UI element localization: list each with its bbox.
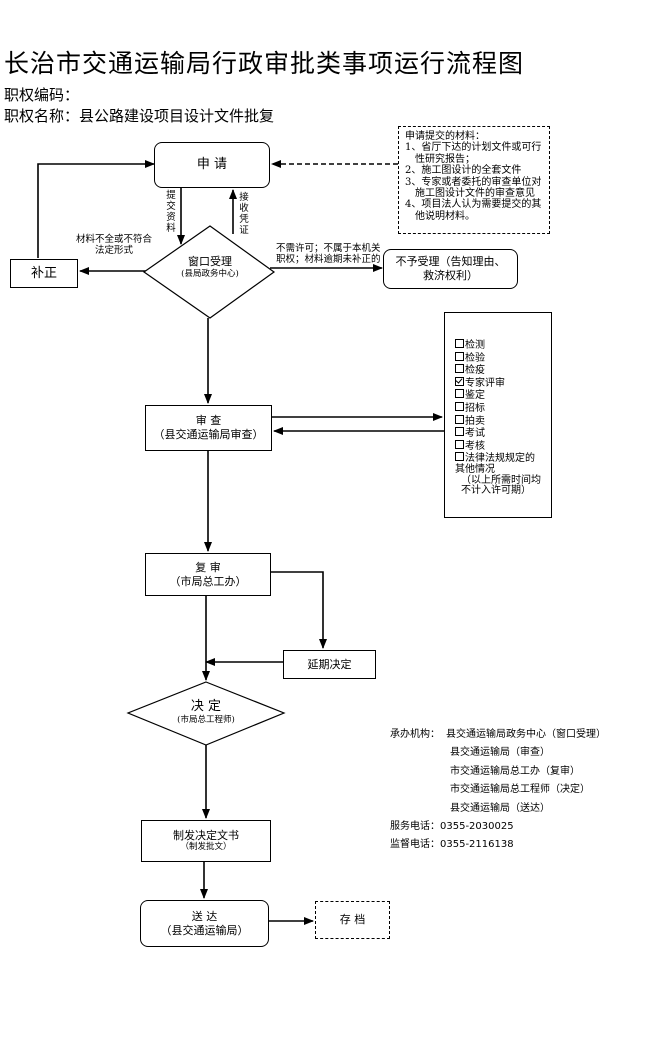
node-decide: 决 定 (市局总工程师) (156, 699, 256, 726)
checklist-item-label: 检验 (465, 352, 485, 364)
checklist-item: 法律法规规定的其他情况 (455, 452, 543, 475)
page-title: 长治市交通运输局行政审批类事项运行流程图 (4, 49, 525, 78)
special-procedure-box: 检测检验检疫专家评审鉴定招标拍卖考试考核法律法规规定的其他情况 （以上所需时间均… (444, 312, 552, 518)
checkbox-icon (455, 364, 464, 374)
materials-box: 申请提交的材料： 1、省厅下达的计划文件或可行性研究报告； 2、施工图设计的全套… (398, 126, 550, 234)
node-recheck-title: 复 审 (195, 560, 221, 574)
checklist-item: 招标 (455, 401, 543, 415)
supervise-phone: 监督电话：0355-2116138 (390, 839, 514, 851)
org-item: 县交通运输局政务中心（窗口受理） (446, 729, 606, 740)
node-reject-line1: 不予受理（告知理由、 (395, 255, 506, 268)
checklist-item: 考核 (455, 439, 543, 453)
checkbox-icon (455, 339, 464, 348)
node-reject-line2: 救济权利） (423, 269, 478, 282)
node-window: 窗口受理 (县局政务中心) (160, 255, 260, 280)
label-incomplete-line1: 材料不全或不符合 (75, 234, 152, 245)
checkbox-icon (455, 414, 464, 424)
special-procedure-list: 检测检验检疫专家评审鉴定招标拍卖考试考核法律法规规定的其他情况 (455, 339, 543, 476)
node-apply: 申 请 (154, 142, 270, 188)
decide-diamond (126, 681, 286, 746)
checklist-item-label: 拍卖 (465, 415, 485, 427)
node-apply-label: 申 请 (196, 157, 228, 172)
checklist-item: 鉴定 (455, 389, 543, 402)
node-recheck: 复 审 （市局总工办） (145, 553, 271, 596)
checklist-item: 考试 (455, 427, 543, 440)
label-incomplete: 材料不全或不符合 法定形式 (70, 234, 158, 256)
authority-code: 职权编码： (4, 86, 80, 104)
checkbox-icon (455, 351, 464, 361)
node-review-sub: （县交通运输局审查） (153, 428, 264, 441)
checklist-item-label: 考核 (465, 440, 485, 452)
node-recheck-sub: （市局总工办） (169, 574, 247, 588)
checklist-item-label: 专家评审 (465, 377, 505, 389)
materials-item: 1、省厅下达的计划文件或可行性研究报告； (405, 142, 542, 165)
node-window-title: 窗口受理 (188, 255, 232, 268)
checklist-item: 拍卖 (455, 414, 543, 428)
checklist-item-label: 招标 (465, 402, 485, 414)
node-issue: 制发决定文书 （制发批文） (141, 820, 271, 862)
node-deliver-title: 送 达 (191, 909, 218, 923)
checkbox-icon (455, 401, 464, 411)
node-window-sub: (县局政务中心) (181, 269, 239, 279)
org-item: 县交通运输局（送达） (450, 802, 550, 814)
node-review: 审 查 （县交通运输局审查） (145, 405, 272, 451)
checkbox-icon (455, 389, 464, 399)
window-diamond (142, 225, 276, 319)
checklist-item-label: 检测 (465, 340, 485, 351)
authority-name: 职权名称：县公路建设项目设计文件批复 (4, 107, 275, 125)
node-extend: 延期决定 (283, 650, 376, 679)
node-deliver-sub: （县交通运输局） (160, 923, 249, 937)
node-extend-label: 延期决定 (307, 657, 352, 671)
materials-item: 4、项目法人认为需要提交的其他说明材料。 (405, 199, 542, 222)
label-incomplete-line2: 法定形式 (94, 245, 133, 256)
checklist-item: 检疫 (455, 364, 543, 377)
checklist-item-label: 检疫 (465, 365, 485, 377)
node-correct: 补正 (10, 259, 78, 288)
special-procedure-note: （以上所需时间均不计入许可期） (461, 474, 541, 497)
node-issue-sub: （制发批文） (180, 841, 232, 852)
checklist-item: 专家评审 (455, 376, 543, 390)
org-item: 市交通运输局总工办（复审） (450, 765, 580, 777)
node-reject: 不予受理（告知理由、 救济权利） (383, 249, 518, 289)
checklist-item-label: 法律法规规定的其他情况 (455, 453, 535, 475)
org-item: 市交通运输局总工程师（决定） (450, 784, 590, 796)
checked-box-icon (455, 376, 464, 386)
node-correct-label: 补正 (30, 265, 57, 281)
materials-item: 2、施工图设计的全套文件 (405, 165, 522, 177)
service-phone: 服务电话：0355-2030025 (390, 821, 514, 833)
node-decide-title: 决 定 (190, 699, 222, 714)
checklist-item: 检验 (455, 351, 543, 365)
checkbox-icon (455, 439, 464, 449)
node-review-title: 审 查 (195, 414, 222, 427)
materials-heading: 申请提交的材料： (405, 131, 485, 142)
node-deliver: 送 达 （县交通运输局） (140, 900, 269, 947)
org-label: 承办机构： (390, 729, 440, 740)
node-decide-sub: (市局总工程师) (177, 715, 235, 725)
checkbox-icon (455, 452, 464, 462)
label-no-permit: 不需许可；不属于本机关 职权；材料逾期未补正的 (276, 243, 381, 265)
checklist-item-label: 鉴定 (465, 390, 485, 402)
label-no-permit-line1: 不需许可；不属于本机关 (276, 243, 381, 254)
contact-info: 承办机构： 县交通运输局政务中心（窗口受理） 县交通运输局（审查） 市交通运输局总… (390, 726, 606, 855)
checklist-item-label: 考试 (465, 428, 485, 440)
checklist-item: 检测 (455, 339, 543, 352)
label-no-permit-line2: 职权；材料逾期未补正的 (276, 254, 381, 265)
label-submit: 提交资料 (166, 190, 176, 234)
org-item: 县交通运输局（审查） (450, 747, 550, 759)
materials-item: 3、专家或者委托的审查单位对施工图设计文件的审查意见 (405, 176, 542, 200)
node-archive-label: 存 档 (339, 913, 366, 926)
label-receive: 接收凭证 (239, 192, 249, 236)
checkbox-icon (455, 427, 464, 437)
node-archive: 存 档 (315, 901, 390, 939)
node-issue-title: 制发决定文书 (173, 828, 239, 842)
